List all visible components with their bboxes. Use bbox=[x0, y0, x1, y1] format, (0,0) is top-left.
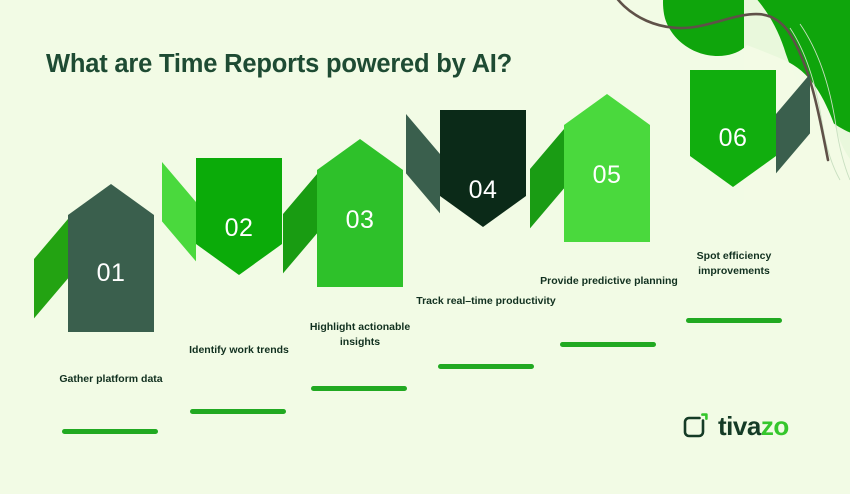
step-arrow-body bbox=[564, 94, 650, 242]
step-underline-bar bbox=[686, 318, 782, 323]
step-arrow-body bbox=[317, 139, 403, 287]
step-arrow-wing bbox=[162, 162, 196, 262]
logo-bracket-icon bbox=[682, 412, 709, 439]
step-arrow-wing bbox=[406, 114, 440, 214]
step-label: Spot efficiency improvements bbox=[696, 250, 772, 277]
step-05[interactable]: 05 bbox=[530, 94, 650, 242]
step-arrow-wing bbox=[530, 129, 564, 229]
logo-wordmark: tivazo bbox=[718, 413, 789, 439]
brand-logo[interactable]: tivazo bbox=[682, 412, 789, 439]
step-arrow-shape bbox=[162, 158, 282, 275]
page-title: What are Time Reports powered by AI? bbox=[46, 50, 513, 78]
step-arrow-wing bbox=[776, 74, 810, 174]
step-arrow-shape bbox=[406, 110, 526, 227]
step-label: Track real–time productivity bbox=[416, 295, 556, 307]
step-label: Gather platform data bbox=[59, 373, 163, 385]
logo-word-accent: zo bbox=[760, 410, 789, 441]
step-label: Highlight actionable insights bbox=[309, 321, 411, 348]
step-underline-bar bbox=[62, 429, 158, 434]
step-arrow-body bbox=[68, 184, 154, 332]
step-arrow-shape bbox=[283, 139, 403, 287]
step-arrow-body bbox=[690, 70, 776, 187]
step-underline-bar bbox=[438, 364, 534, 369]
step-arrow-shape bbox=[34, 184, 154, 332]
step-06[interactable]: 06 bbox=[690, 70, 810, 218]
step-04[interactable]: 04 bbox=[406, 110, 526, 258]
step-underline-bar bbox=[190, 409, 286, 414]
step-arrow-wing bbox=[34, 219, 68, 319]
step-03[interactable]: 03 bbox=[283, 139, 403, 287]
step-arrow-body bbox=[440, 110, 526, 227]
logo-word-primary: tiva bbox=[718, 410, 761, 441]
step-arrow-wing bbox=[283, 174, 317, 274]
step-02[interactable]: 02 bbox=[162, 158, 282, 306]
step-label: Identify work trends bbox=[189, 344, 289, 356]
step-underline-bar bbox=[560, 342, 656, 347]
step-underline-bar bbox=[311, 386, 407, 391]
step-01[interactable]: 01 bbox=[34, 184, 154, 332]
step-arrow-body bbox=[196, 158, 282, 275]
step-arrow-shape bbox=[690, 70, 810, 187]
step-label: Provide predictive planning bbox=[540, 275, 678, 287]
step-arrow-shape bbox=[530, 94, 650, 242]
